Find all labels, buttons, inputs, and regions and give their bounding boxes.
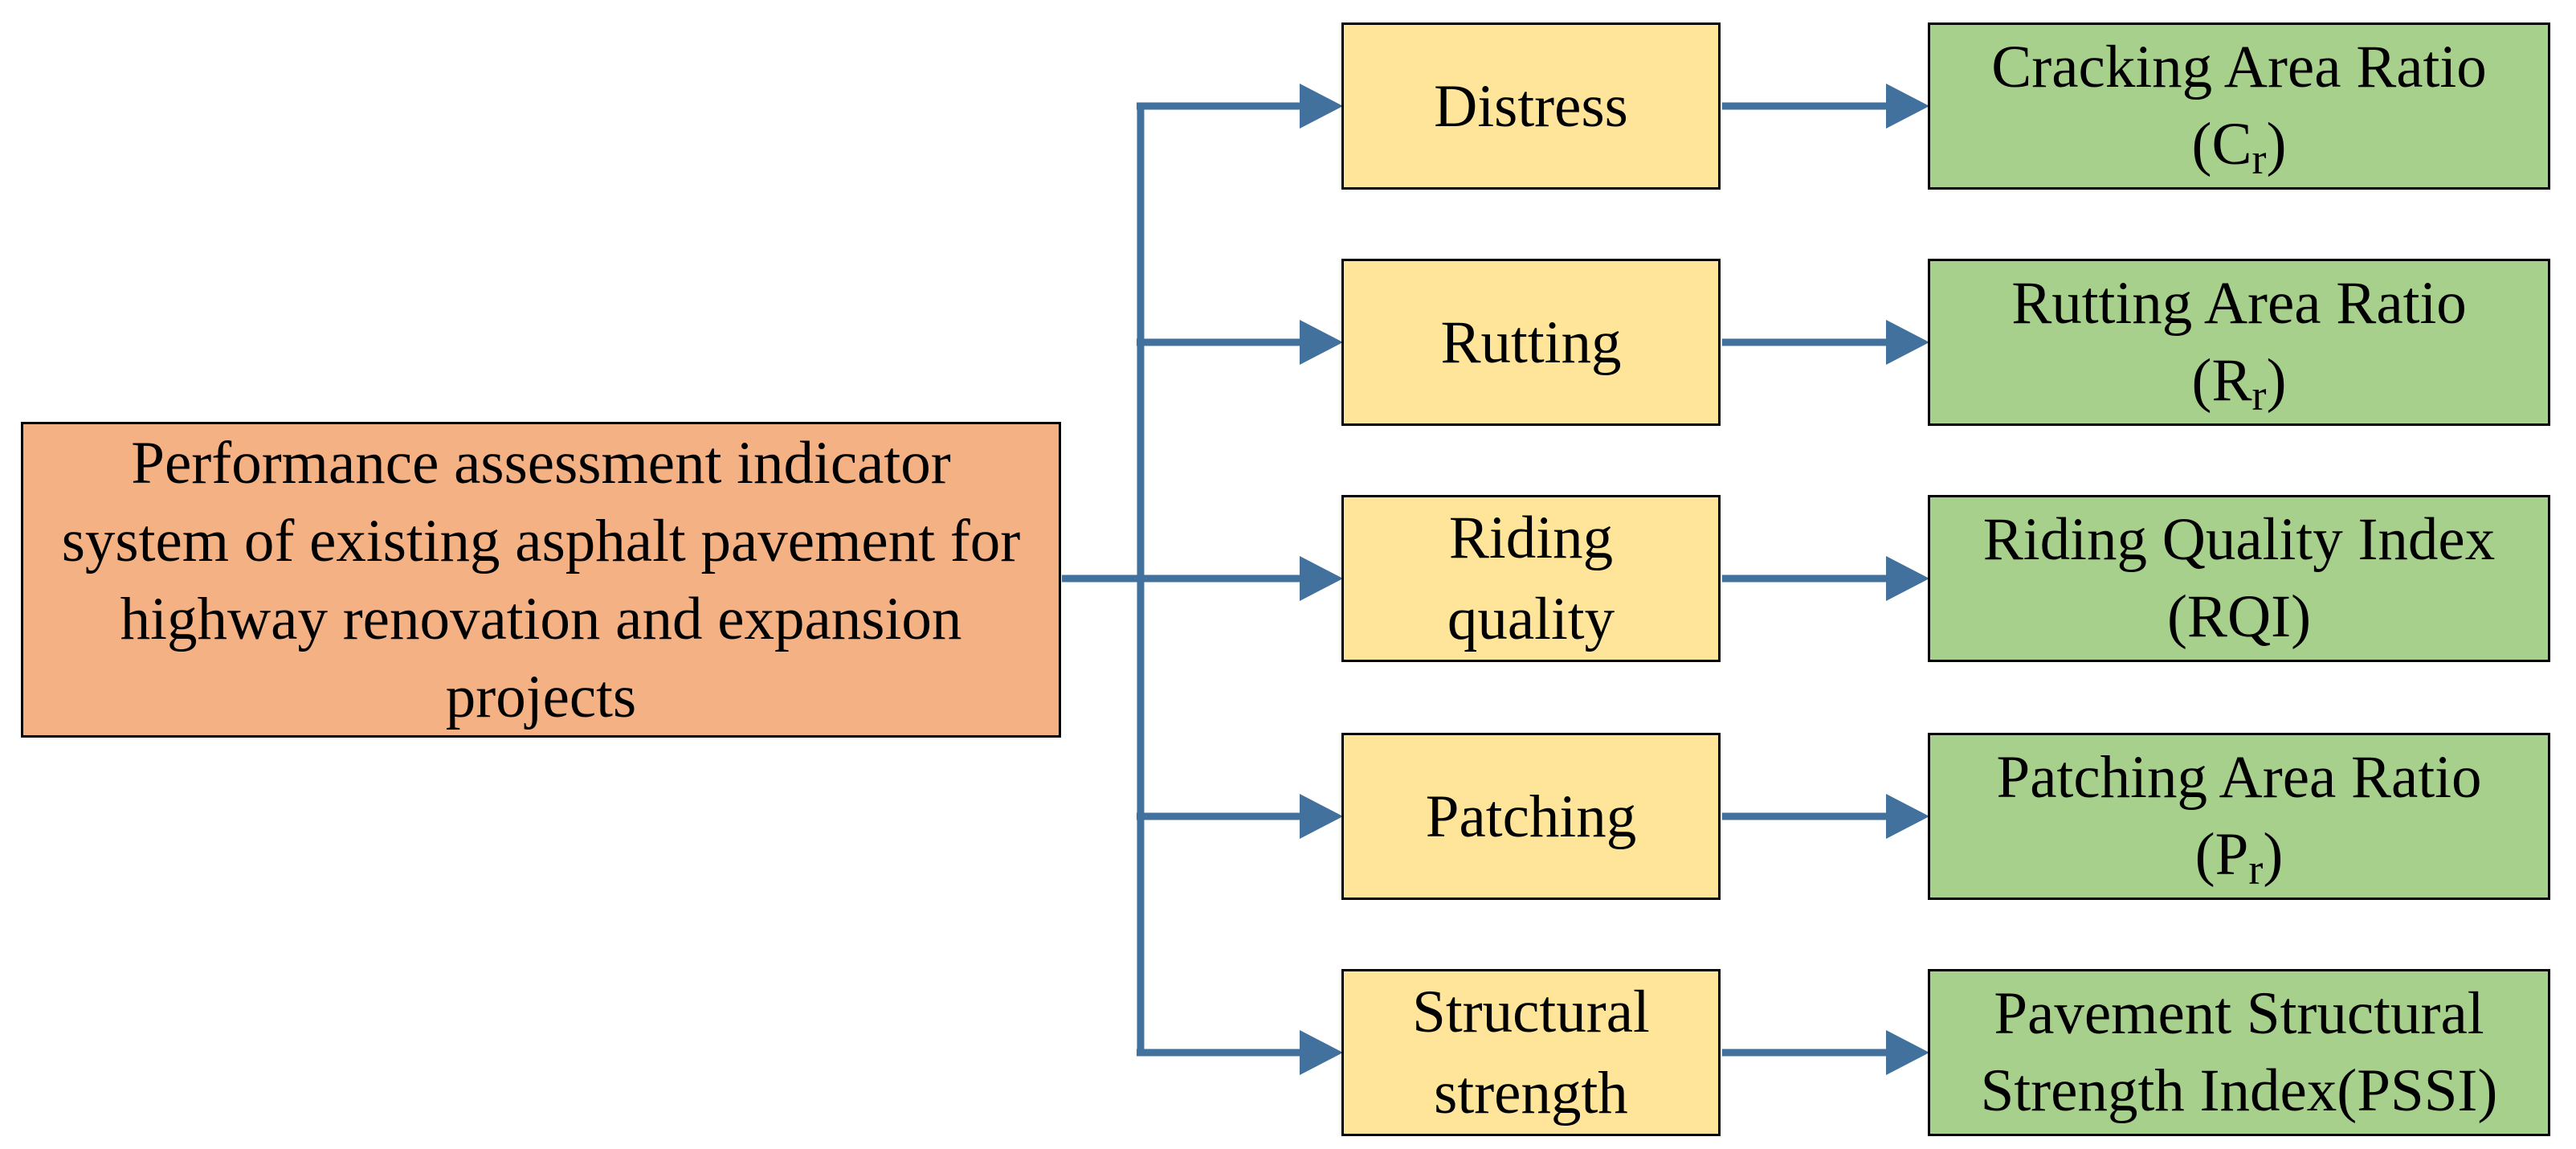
- symbol-pre: (RQI): [2166, 583, 2312, 650]
- category-box-riding-quality: Riding quality: [1341, 495, 1721, 662]
- symbol-pre: (R: [2191, 347, 2252, 414]
- indicator-line1: Patching Area Ratio: [1996, 744, 2482, 811]
- arrowhead: [1886, 794, 1929, 839]
- arrow-trunk-to-structural-strength: [1137, 1030, 1343, 1075]
- arrowhead: [1300, 84, 1343, 129]
- indicator-line2: (Pr): [2195, 816, 2284, 893]
- arrowhead: [1300, 556, 1343, 601]
- symbol-subscript: r: [2248, 844, 2264, 893]
- category-box-structural-strength: Structural strength: [1341, 969, 1721, 1136]
- root-label: Performance assessment indicator system …: [61, 429, 1021, 730]
- symbol-post: ): [2266, 347, 2287, 414]
- symbol-post: ): [2263, 821, 2284, 888]
- symbol-subscript: r: [2251, 370, 2267, 419]
- indicator-box-riding-quality-index: Riding Quality Index (RQI): [1928, 495, 2550, 662]
- symbol-pre: (C: [2191, 111, 2252, 178]
- category-label-patching: Patching: [1425, 783, 1637, 850]
- arrowhead: [1886, 1030, 1929, 1075]
- arrowhead: [1886, 556, 1929, 601]
- arrow-trunk-to-rutting: [1137, 320, 1343, 365]
- indicator-line1: Cracking Area Ratio: [1991, 34, 2487, 100]
- arrow-trunk-to-patching: [1137, 794, 1343, 839]
- category-box-patching: Patching: [1341, 733, 1721, 900]
- indicator-box-patching-area-ratio: Patching Area Ratio (Pr): [1928, 733, 2550, 900]
- category-label-rutting: Rutting: [1440, 309, 1622, 376]
- arrow-root-to-riding-quality: [1062, 556, 1343, 601]
- category-label-riding-quality: Riding quality: [1447, 505, 1615, 652]
- category-label-structural-strength: Structural strength: [1412, 979, 1650, 1127]
- arrowhead: [1300, 1030, 1343, 1075]
- arrowhead: [1886, 84, 1929, 129]
- arrow-riding-quality-to-rqi: [1722, 556, 1929, 601]
- symbol-subscript: r: [2251, 134, 2267, 183]
- category-box-distress: Distress: [1341, 22, 1721, 190]
- symbol-pre: Strength Index(PSSI): [1980, 1057, 2498, 1124]
- symbol-post: ): [2266, 111, 2287, 178]
- indicator-line1: Riding Quality Index: [1982, 506, 2496, 573]
- indicator-line1: Pavement Structural: [1994, 980, 2484, 1047]
- arrow-rutting-to-rutting-ratio: [1722, 320, 1929, 365]
- indicator-box-cracking-area-ratio: Cracking Area Ratio (Cr): [1928, 22, 2550, 190]
- arrow-structural-to-pssi: [1722, 1030, 1929, 1075]
- indicator-line2: (Cr): [2192, 106, 2287, 183]
- indicator-line2: (Rr): [2192, 342, 2287, 419]
- indicator-box-rutting-area-ratio: Rutting Area Ratio (Rr): [1928, 259, 2550, 426]
- root-box: Performance assessment indicator system …: [21, 422, 1061, 738]
- arrow-distress-to-cracking: [1722, 84, 1929, 129]
- arrowhead: [1886, 320, 1929, 365]
- indicator-line2: Strength Index(PSSI): [1981, 1053, 2498, 1130]
- indicator-line1: Rutting Area Ratio: [2011, 270, 2467, 337]
- category-label-distress: Distress: [1434, 72, 1628, 140]
- arrowhead: [1300, 320, 1343, 365]
- indicator-box-pssi: Pavement Structural Strength Index(PSSI): [1928, 969, 2550, 1136]
- arrow-patching-to-patching-ratio: [1722, 794, 1929, 839]
- arrowhead: [1300, 794, 1343, 839]
- indicator-line2: (RQI): [2167, 579, 2311, 656]
- category-box-rutting: Rutting: [1341, 259, 1721, 426]
- symbol-pre: (P: [2194, 821, 2249, 888]
- arrow-trunk-to-distress: [1137, 84, 1343, 129]
